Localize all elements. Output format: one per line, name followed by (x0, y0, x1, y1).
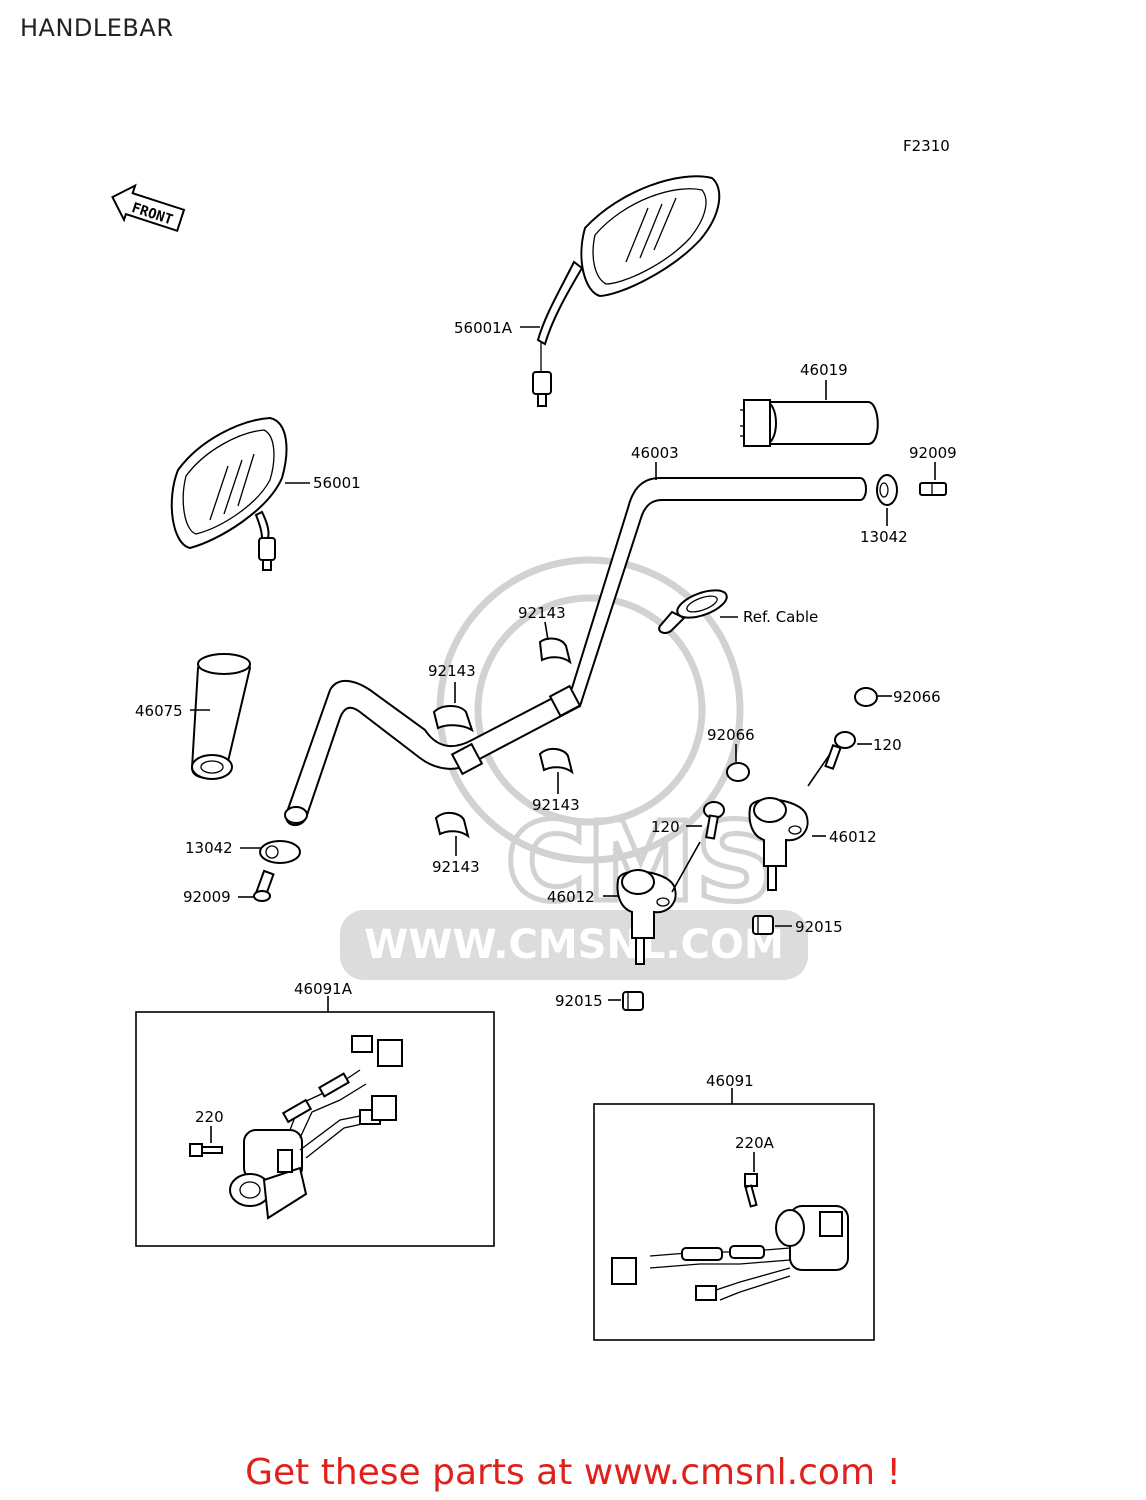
label-220: 220 (195, 1108, 224, 1126)
clamp-bottom (434, 812, 470, 839)
label-46019: 46019 (800, 361, 848, 379)
label-46012-center: 46012 (547, 888, 595, 906)
bolt-center-holder (703, 801, 725, 840)
label-92066-right: 92066 (893, 688, 941, 706)
label-46003: 46003 (631, 444, 679, 462)
label-220A: 220A (735, 1134, 775, 1152)
screw-left-switch (189, 1143, 223, 1157)
nut-right (752, 915, 774, 935)
watermark-url: WWW.CMSNL.COM (364, 922, 784, 968)
mirror-right (532, 175, 721, 407)
label-92143-left: 92143 (428, 662, 476, 680)
weight-right (876, 474, 898, 506)
bolt-right-holder (824, 731, 856, 770)
label-46091A: 46091A (294, 980, 353, 998)
weight-left (259, 840, 301, 864)
clamp-right (538, 748, 574, 775)
front-arrow: FRONT (111, 183, 186, 233)
label-92143-right: 92143 (532, 796, 580, 814)
label-56001: 56001 (313, 474, 361, 492)
label-120-right: 120 (873, 736, 902, 754)
holder-center (616, 869, 677, 965)
cap-right (854, 687, 878, 707)
page-title: HANDLEBAR (20, 14, 174, 42)
clamp-left (432, 705, 474, 733)
holder-right (748, 797, 809, 891)
switch-box-left (135, 996, 495, 1247)
label-92066-center: 92066 (707, 726, 755, 744)
label-92015-right: 92015 (795, 918, 843, 936)
label-92143-top: 92143 (518, 604, 566, 622)
clamp-top (538, 637, 572, 665)
footer-link[interactable]: Get these parts at www.cmsnl.com ! (245, 1452, 901, 1493)
cap-center (726, 762, 750, 782)
label-ref-cable: Ref. Cable (743, 608, 818, 626)
bolt-left-end (253, 869, 275, 902)
label-56001A: 56001A (454, 319, 513, 337)
label-120-center: 120 (651, 818, 680, 836)
label-13042-right: 13042 (860, 528, 908, 546)
label-92009-left: 92009 (183, 888, 231, 906)
mirror-left (170, 416, 288, 571)
left-grip (190, 653, 252, 780)
screw-right-switch (744, 1173, 758, 1208)
label-92009-right: 92009 (909, 444, 957, 462)
handlebar (284, 477, 867, 827)
bolt-right-end (919, 482, 947, 496)
label-46075: 46075 (135, 702, 183, 720)
label-46012-right: 46012 (829, 828, 877, 846)
throttle-grip (740, 399, 879, 447)
switch-box-right (593, 1088, 875, 1341)
label-92143-bottom: 92143 (432, 858, 480, 876)
figure-code: F2310 (903, 137, 950, 155)
label-13042-left: 13042 (185, 839, 233, 857)
label-46091: 46091 (706, 1072, 754, 1090)
label-92015-center: 92015 (555, 992, 603, 1010)
nut-center (622, 991, 644, 1011)
cable-holder (658, 589, 728, 634)
watermark: CMS WWW.CMSNL.COM (340, 556, 808, 980)
